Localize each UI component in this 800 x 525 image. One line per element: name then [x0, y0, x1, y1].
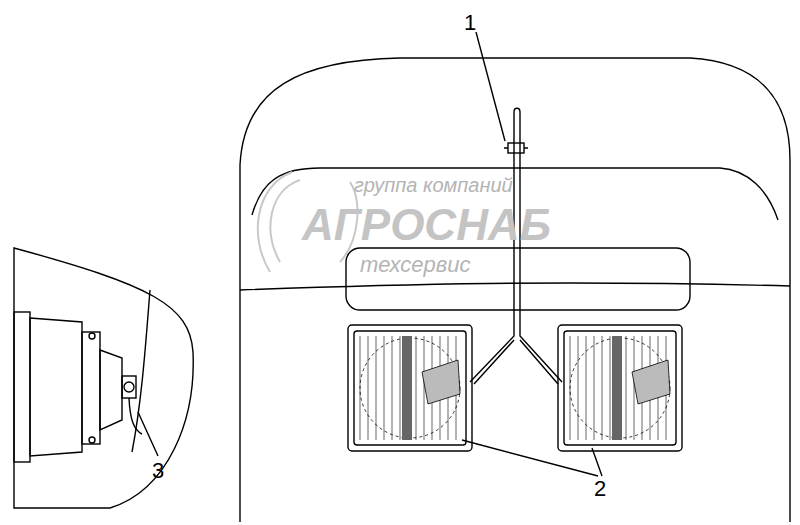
lamp-back	[82, 332, 100, 444]
clamp-tabs	[504, 147, 528, 148]
grille-slot	[346, 248, 690, 310]
callout-number: 3	[152, 460, 164, 482]
hood-side-outline	[14, 248, 193, 508]
band-line	[240, 283, 790, 290]
front-view	[240, 32, 790, 522]
callout-number: 2	[594, 478, 606, 500]
headlight	[348, 325, 472, 451]
leader-line	[476, 32, 505, 141]
bolt	[89, 333, 95, 339]
clamp	[508, 143, 524, 153]
hood-outline	[240, 58, 790, 522]
lamp-housing	[30, 318, 82, 456]
watermark-logo: АГРОСНАБ	[302, 203, 551, 247]
harness-inner	[474, 340, 558, 384]
headlight	[558, 325, 682, 451]
callout-number: 1	[464, 12, 476, 34]
connector	[122, 376, 136, 398]
bolt	[89, 437, 95, 443]
lamp-mount	[100, 350, 122, 430]
leader-line	[462, 440, 602, 476]
connector-nut	[124, 382, 134, 392]
side-view	[14, 248, 193, 508]
leader-line	[138, 412, 158, 456]
watermark-text: техсервис	[360, 254, 471, 276]
watermark-text: группа компаний	[354, 175, 513, 195]
lamp-rim	[14, 312, 30, 462]
